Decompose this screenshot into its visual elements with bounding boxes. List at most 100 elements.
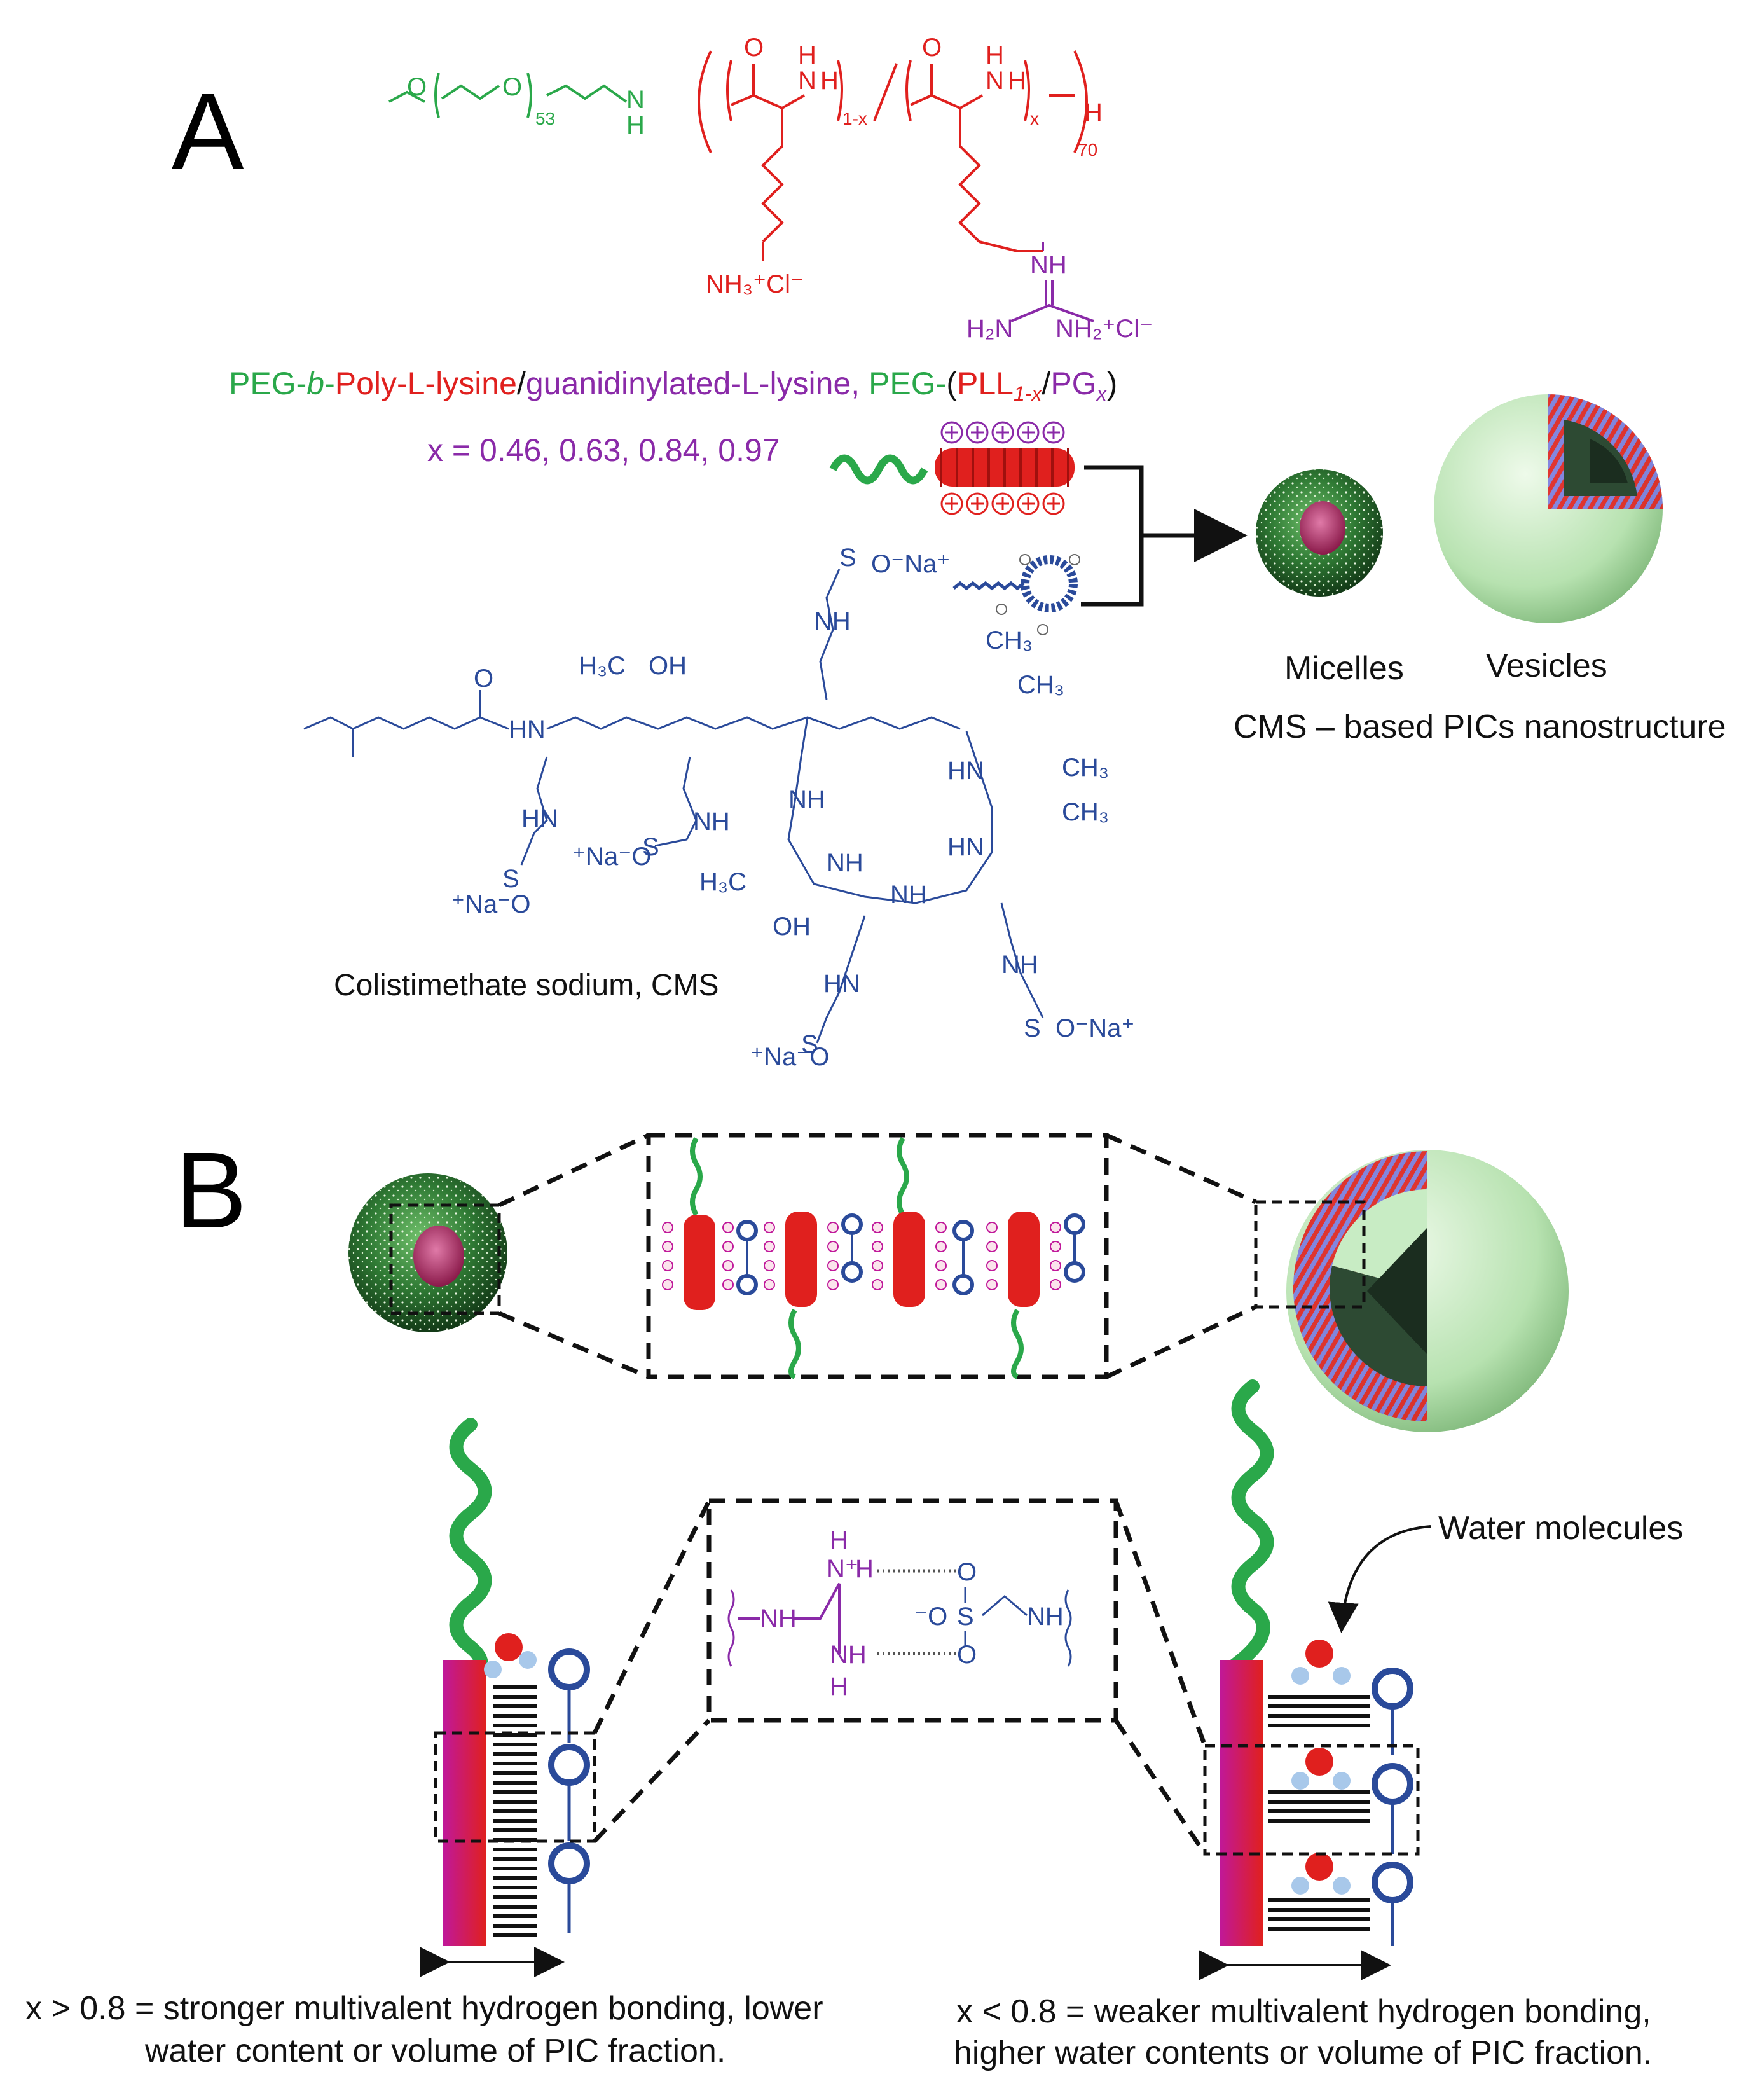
- cms-schematic-icon: [952, 554, 1080, 635]
- title-dash: -: [324, 366, 335, 401]
- peg-pll-pg-structure: O O 53 N H O H N H 1-x NH₃⁺Cl⁻ O H N H: [388, 34, 1153, 343]
- micelles-label: Micelles: [1284, 650, 1404, 687]
- title-pll-sub: 1-x: [1014, 382, 1042, 405]
- water-molecule-icon: [484, 1633, 537, 1678]
- title-peg: PEG-: [229, 366, 306, 401]
- polymer-schematic: [829, 421, 1248, 635]
- left-pic-block: [420, 1418, 596, 1977]
- carbonyl-2: O: [922, 34, 942, 62]
- title-pg-sub: x: [1096, 382, 1108, 405]
- hbond-ominus: ⁻O: [914, 1603, 947, 1631]
- hbond-h-upper: H: [855, 1555, 874, 1583]
- nh-1-h: H: [798, 41, 816, 69]
- title-pg-abbr: PG: [1050, 366, 1096, 401]
- peg-oxygen: O: [502, 73, 522, 101]
- peg-tail-icon: [829, 454, 928, 485]
- nh-1-n: N: [798, 67, 816, 95]
- amide-h: H: [626, 111, 645, 139]
- cms-so3na-1: O⁻Na⁺: [871, 550, 950, 578]
- hbond-o-upper: O: [957, 1558, 977, 1586]
- panel-label-b: B: [175, 1130, 247, 1251]
- cms-nh-4: NH: [814, 607, 851, 635]
- cms-ch3-3: CH₃: [1062, 754, 1109, 782]
- hbond-n-lower: NH: [830, 1641, 867, 1669]
- cms-nh-5: NH: [693, 808, 730, 836]
- hbond-nh-right: NH: [1027, 1603, 1064, 1631]
- polymer-name: PEG-b-Poly-L-lysine/guanidinylated-L-lys…: [229, 366, 1117, 405]
- cms-nh-2: NH: [827, 849, 863, 877]
- hbond-o-lower: O: [957, 1641, 977, 1669]
- nh-2-n: N: [986, 67, 1004, 95]
- caption-left-line1: x > 0.8 = stronger multivalent hydrogen …: [25, 1990, 823, 2027]
- guanidine-nh2: NH₂⁺Cl⁻: [1055, 315, 1153, 343]
- methoxy-oxygen: O: [407, 73, 427, 101]
- x-values: x = 0.46, 0.63, 0.84, 0.97: [427, 432, 780, 468]
- water-molecule-icon: [1291, 1748, 1351, 1790]
- water-molecule-icon: [1291, 1640, 1351, 1685]
- cms-s-2: S: [502, 865, 519, 893]
- bilayer-schematic: [662, 1136, 1085, 1379]
- guanidine-nh: NH: [1030, 251, 1067, 279]
- pic-caption: CMS – based PICs nanostructure: [1234, 708, 1726, 745]
- caption-right-line2: higher water contents or volume of PIC f…: [954, 2034, 1652, 2071]
- title-slash: /: [517, 366, 526, 401]
- peg-repeat-53: 53: [535, 109, 555, 128]
- caption-left-line2: water content or volume of PIC fraction.: [144, 2033, 725, 2069]
- cms-label: Colistimethate sodium, CMS: [334, 969, 719, 1002]
- cms-s-4: S: [1024, 1014, 1041, 1042]
- cms-so3na-4: O⁻Na⁺: [1055, 1014, 1134, 1042]
- cms-hn-5: HN: [823, 970, 860, 998]
- pll-coil-icon: [935, 448, 1075, 487]
- vesicle-b: [1254, 1150, 1569, 1432]
- sub-1-minus-x: 1-x: [842, 109, 867, 128]
- sub-x: x: [1030, 109, 1039, 128]
- title-b: b: [306, 366, 324, 401]
- nh-2-h: H: [986, 41, 1004, 69]
- cms-hn-4: HN: [521, 805, 558, 832]
- cms-s-1: S: [839, 544, 856, 572]
- cms-so3na-2: ⁺Na⁻O: [451, 890, 530, 918]
- cms-nh-3: NH: [890, 881, 927, 909]
- positive-charges-top: [940, 421, 1065, 444]
- cms-s-5: S: [801, 1030, 818, 1058]
- mixing-bracket: [1081, 465, 1144, 607]
- right-pic-block: [1199, 1379, 1420, 1980]
- nh-1-h2: H: [820, 67, 839, 95]
- micelle-b: [348, 1173, 507, 1332]
- cms-hn-1: HN: [509, 715, 546, 743]
- cms-nh-1: NH: [788, 785, 825, 813]
- zoom-box-top: [498, 1133, 1257, 1379]
- title-peg2: PEG-: [869, 366, 946, 401]
- title-pll: Poly-L-lysine: [335, 366, 517, 401]
- ammonium-label: NH₃⁺Cl⁻: [706, 270, 804, 298]
- title-comma: ,: [851, 366, 869, 401]
- hbond-nh-left: NH: [760, 1605, 797, 1633]
- water-molecule-icon: [1291, 1853, 1351, 1895]
- cms-h3c-2: H₃C: [699, 868, 746, 896]
- guanidine-h2n: H₂N: [966, 315, 1013, 343]
- carbonyl-1: O: [744, 34, 764, 62]
- cms-so3na-5: ⁺Na⁻O: [750, 1043, 829, 1071]
- cms-hn-3: HN: [947, 757, 984, 785]
- hbond-nplus: N⁺: [827, 1555, 858, 1583]
- micelle-a: [1256, 469, 1383, 597]
- caption-right-line1: x < 0.8 = weaker multivalent hydrogen bo…: [956, 1993, 1651, 2030]
- cms-so3na-3: ⁺Na⁻O: [572, 843, 651, 871]
- water-molecules-label: Water molecules: [1438, 1510, 1683, 1547]
- cms-ch3-4: CH₃: [1062, 798, 1109, 826]
- hbond-s: S: [957, 1603, 974, 1631]
- vesicles-label: Vesicles: [1486, 647, 1607, 684]
- cms-structure: O HN H₃C OH CH₃ CH₃ CH₃ CH₃ NH NH NH HN …: [303, 544, 1134, 1071]
- cms-o-1: O: [474, 665, 493, 693]
- zoom-box-hbond: NH H N⁺ H NH H O O ⁻O S NH: [592, 1498, 1207, 1855]
- cms-ch3-1: CH₃: [986, 626, 1033, 654]
- title-slash2: /: [1042, 366, 1050, 401]
- cms-ch3-2: CH₃: [1017, 671, 1064, 699]
- title-pll-abbr: PLL: [957, 366, 1014, 401]
- cms-s-3: S: [642, 833, 659, 861]
- cms-oh-2: OH: [773, 913, 811, 941]
- title-paren-open: (: [946, 366, 957, 401]
- hbond-h-bottom: H: [830, 1673, 848, 1701]
- positive-charges-bottom: [940, 492, 1065, 515]
